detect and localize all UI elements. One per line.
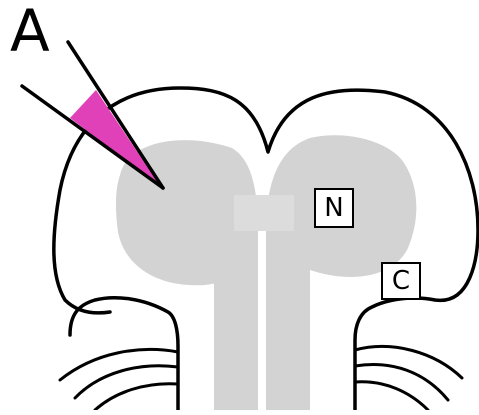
midline-gap bbox=[258, 231, 266, 410]
neuropil-label: N bbox=[314, 188, 354, 228]
cortex-label: C bbox=[381, 262, 421, 300]
panel-letter: A bbox=[10, 2, 50, 60]
commissure bbox=[234, 195, 294, 231]
nerve-right-3 bbox=[355, 382, 428, 410]
nerve-left-3 bbox=[95, 384, 178, 410]
nerve-left-2 bbox=[75, 366, 178, 398]
nerve-right-1 bbox=[355, 346, 462, 378]
